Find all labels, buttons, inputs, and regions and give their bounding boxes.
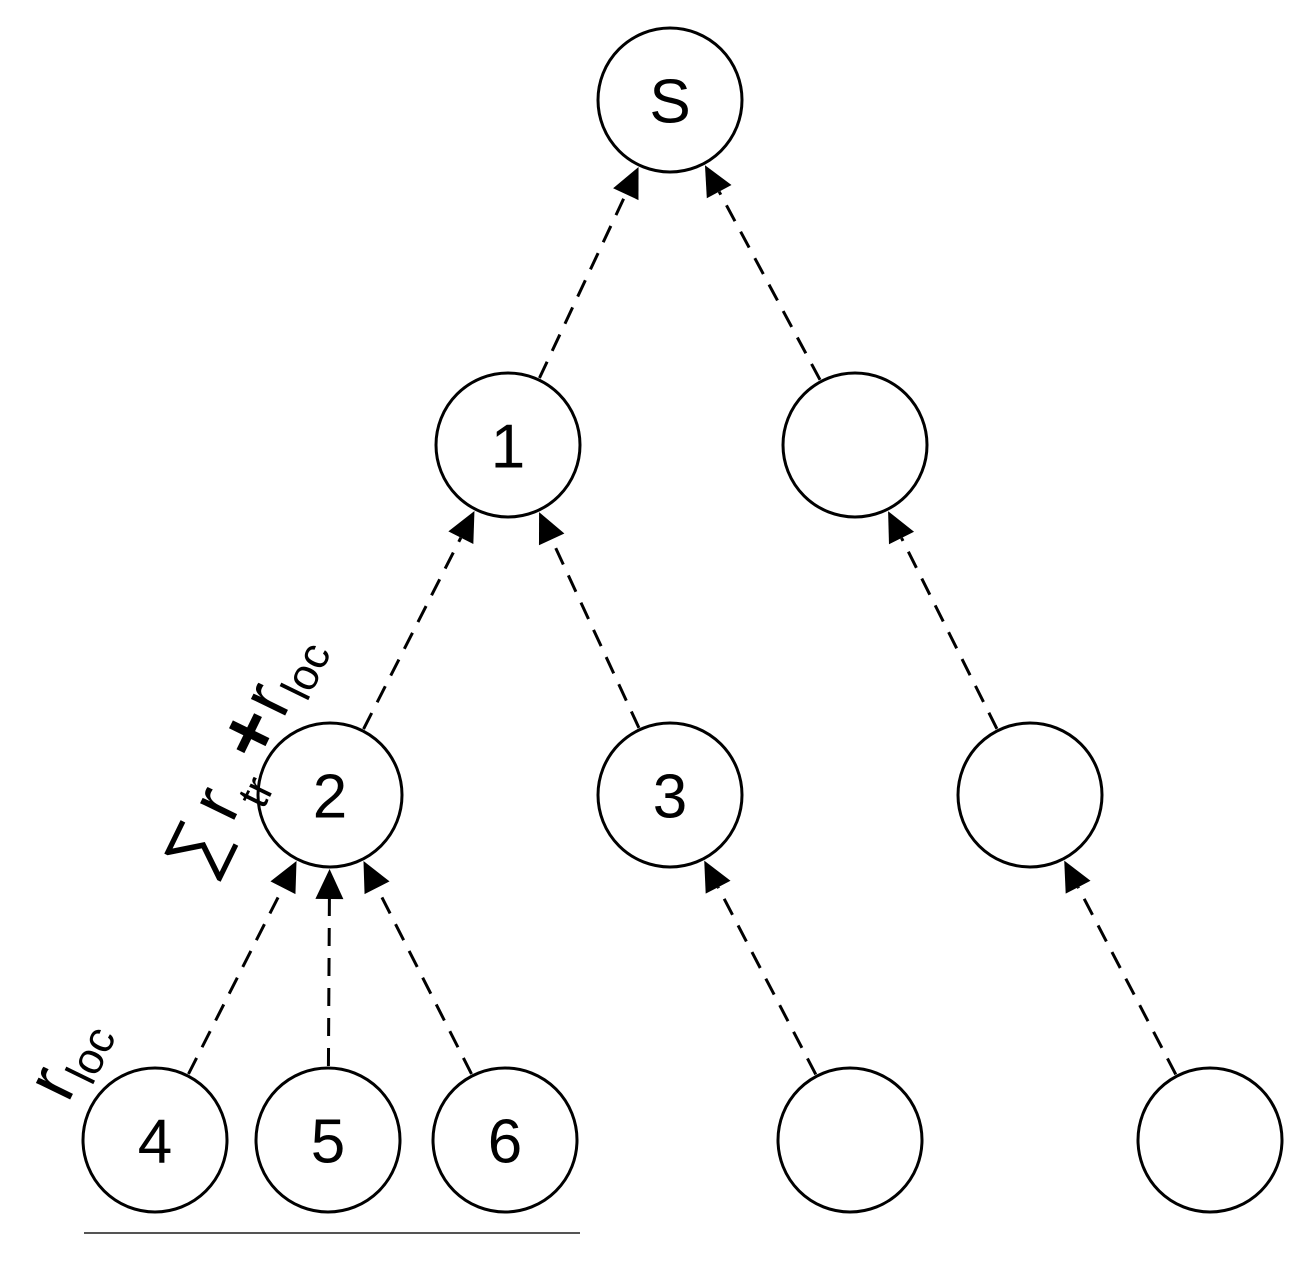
arrowhead-r4-to-r2 bbox=[1064, 860, 1091, 894]
edge-n3-to-n1 bbox=[550, 538, 641, 729]
tree-node-n1: 1 bbox=[434, 371, 582, 519]
node-circle-r2 bbox=[956, 721, 1104, 869]
arrowhead-r3-to-n3 bbox=[704, 860, 731, 894]
edge-n4-to-n2 bbox=[187, 887, 285, 1075]
tree-node-n5: 5 bbox=[254, 1066, 402, 1214]
arrowhead-n3-to-n1 bbox=[538, 512, 565, 546]
tree-node-r4 bbox=[1136, 1066, 1284, 1214]
arrowhead-n2-to-n1 bbox=[448, 510, 475, 545]
edge-n2-to-n1 bbox=[362, 537, 463, 730]
tree-node-n6: 6 bbox=[431, 1066, 579, 1214]
edge-r1-to-s bbox=[717, 190, 822, 381]
tree-node-r1 bbox=[781, 371, 929, 519]
tree-node-s: S bbox=[596, 26, 744, 174]
edge-r3-to-n3 bbox=[716, 886, 818, 1076]
node-circle-n5 bbox=[254, 1066, 402, 1214]
node-label-n4: 4 bbox=[138, 1108, 172, 1177]
node-label-n5: 5 bbox=[311, 1108, 345, 1177]
node-circle-r3 bbox=[776, 1066, 924, 1214]
tree-node-n4: 4 bbox=[81, 1066, 229, 1214]
tree-node-r3 bbox=[776, 1066, 924, 1214]
nodes-layer: S 1 2 3 4 5 6 bbox=[81, 26, 1284, 1214]
arrowhead-n5-to-n2 bbox=[315, 868, 344, 900]
edge-n5-to-n2 bbox=[326, 898, 331, 1067]
node-circle-r4 bbox=[1136, 1066, 1284, 1214]
edge-n1-to-s bbox=[538, 193, 628, 379]
arrowhead-n4-to-n2 bbox=[270, 860, 297, 895]
node-circle-n2 bbox=[256, 721, 404, 869]
edge-n6-to-n2 bbox=[375, 887, 473, 1075]
node-label-n2: 2 bbox=[313, 763, 347, 832]
tree-node-n3: 3 bbox=[596, 721, 744, 869]
arrowhead-n6-to-n2 bbox=[363, 860, 390, 895]
edge-r4-to-r2 bbox=[1076, 886, 1178, 1076]
node-label-n3: 3 bbox=[653, 763, 687, 832]
node-circle-n3 bbox=[596, 721, 744, 869]
edges-layer bbox=[187, 165, 1178, 1076]
node-circle-n6 bbox=[431, 1066, 579, 1214]
edge-r2-to-r1 bbox=[900, 537, 999, 730]
node-circle-s bbox=[596, 26, 744, 174]
node-circle-n1 bbox=[434, 371, 582, 519]
arrowhead-r2-to-r1 bbox=[888, 511, 915, 545]
node-label-s: S bbox=[649, 68, 690, 137]
node-circle-r1 bbox=[781, 371, 929, 519]
node-label-n1: 1 bbox=[491, 413, 525, 482]
arrowhead-r1-to-s bbox=[704, 165, 732, 199]
node-circle-n4 bbox=[81, 1066, 229, 1214]
tree-node-r2 bbox=[956, 721, 1104, 869]
node-label-n6: 6 bbox=[488, 1108, 522, 1177]
arrowhead-n1-to-s bbox=[613, 166, 639, 201]
tree-node-n2: 2 bbox=[256, 721, 404, 869]
